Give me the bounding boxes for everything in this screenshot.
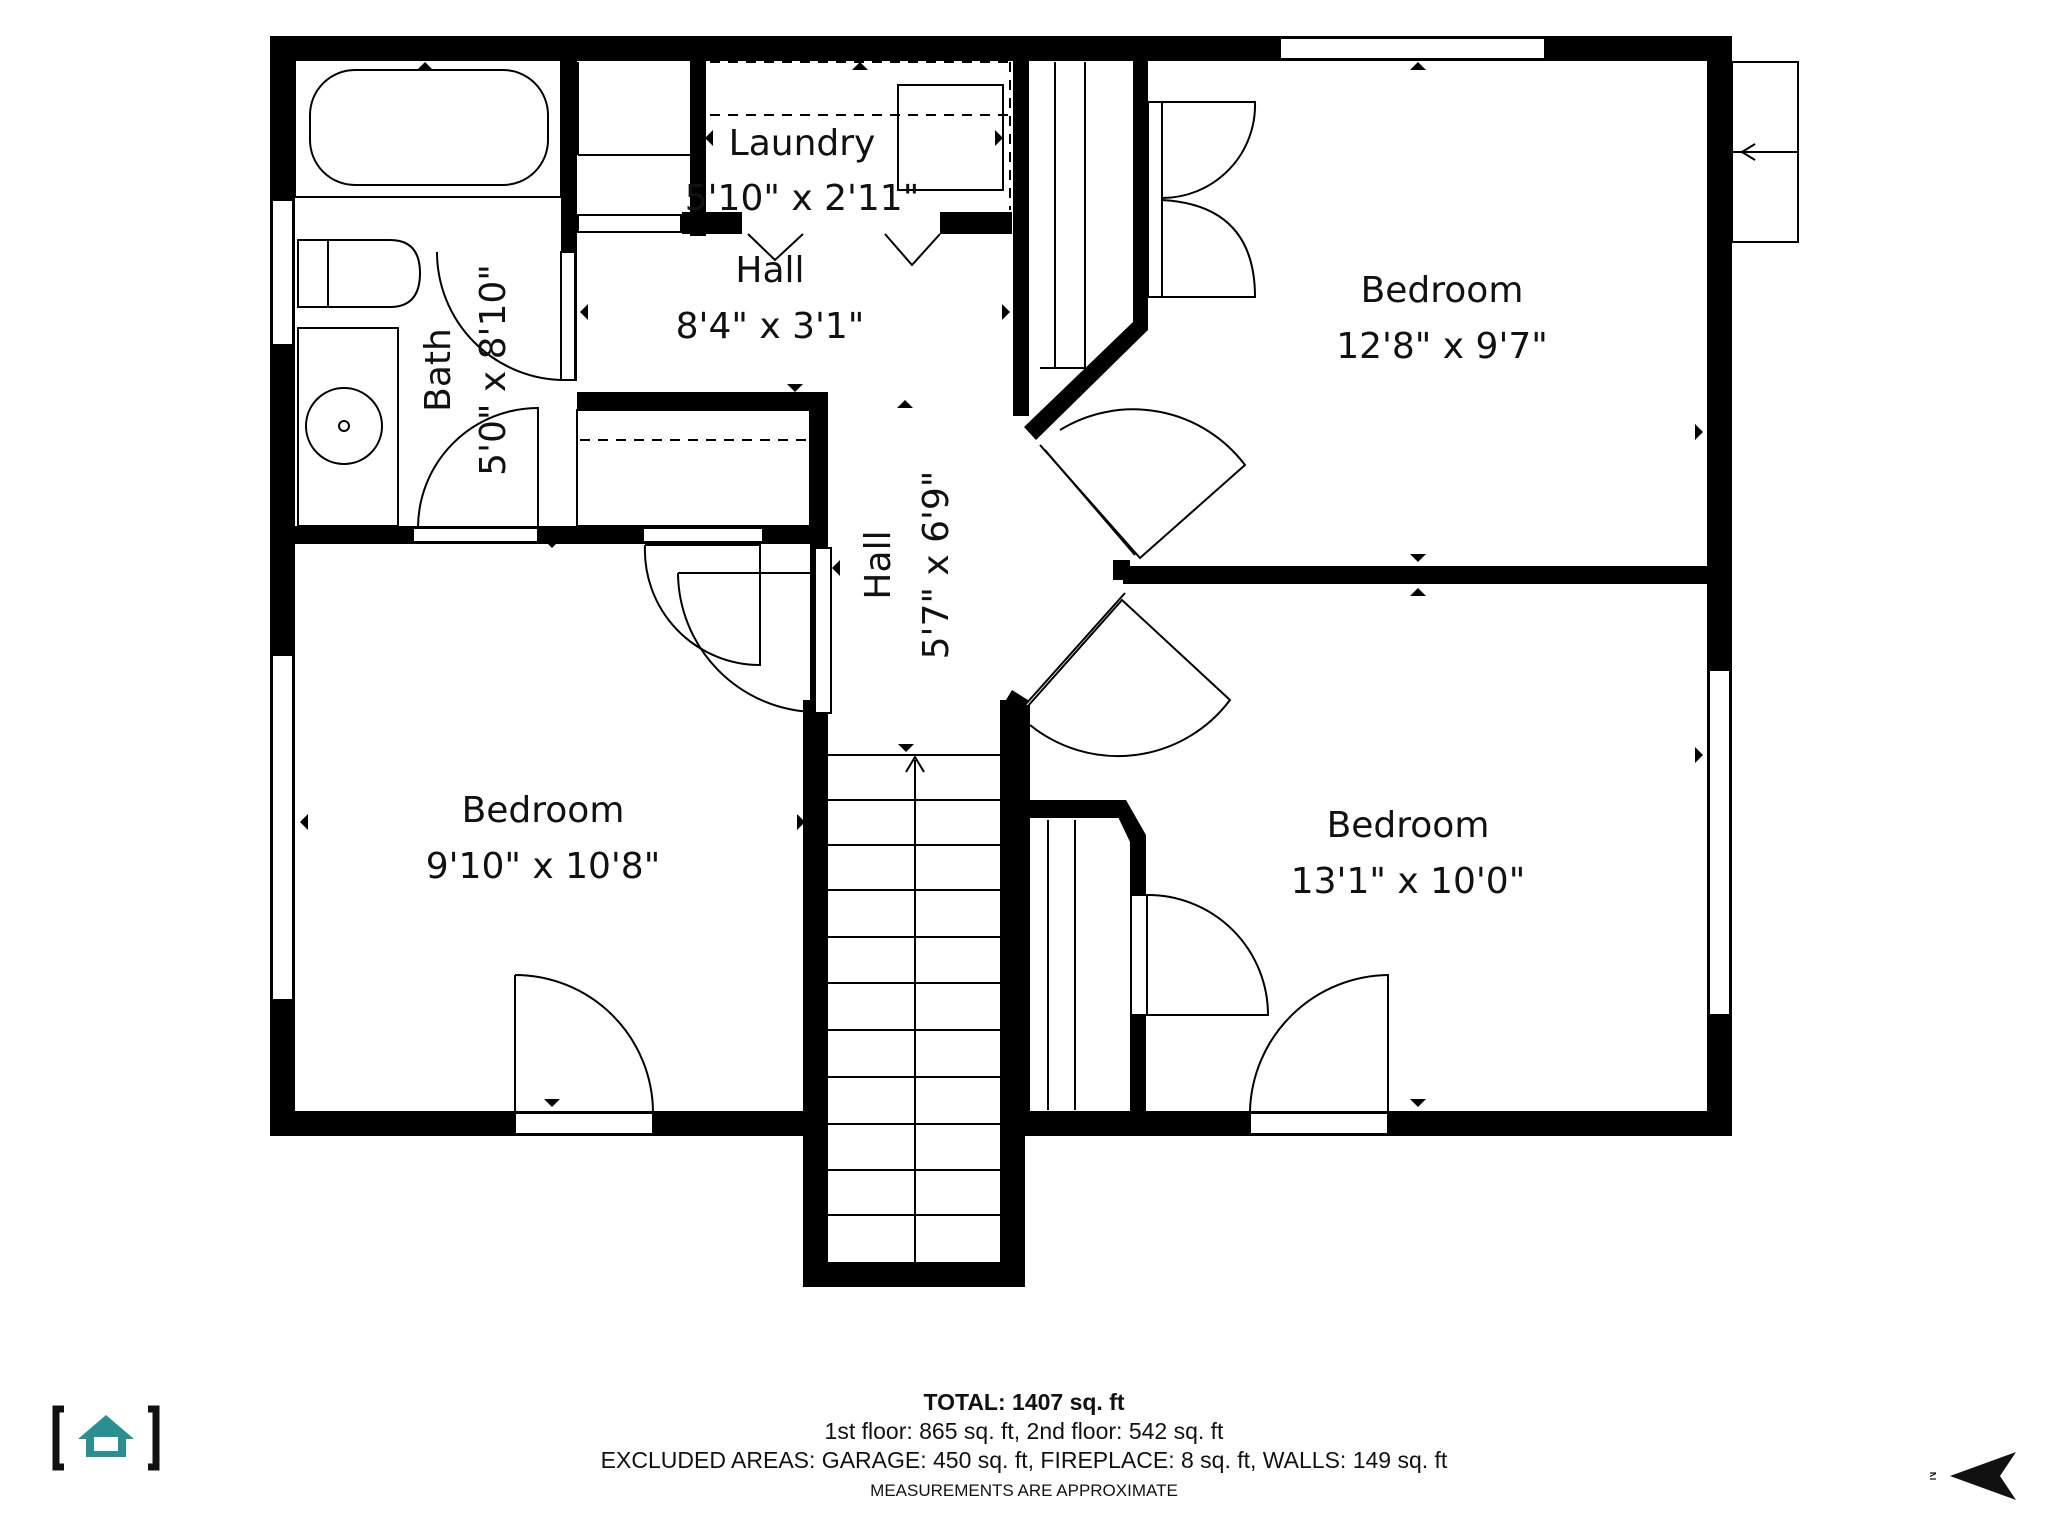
hall-center-name: Hall <box>858 530 899 599</box>
bedroom-w-name: Bedroom <box>462 790 625 831</box>
north-arrow-icon: N <box>1930 1452 2016 1500</box>
bedroom-se-dims: 13'1" x 10'0" <box>1291 861 1526 902</box>
hall-top-dims: 8'4" x 3'1" <box>676 306 865 347</box>
measurement-note: MEASUREMENTS ARE APPROXIMATE <box>870 1481 1178 1500</box>
windows <box>271 37 1731 1135</box>
room-labels: Laundry 5'10" x 2'11" Hall 8'4" x 3'1" B… <box>418 123 1548 902</box>
fixtures <box>294 59 1799 1262</box>
excluded-areas: EXCLUDED AREAS: GARAGE: 450 sq. ft, FIRE… <box>600 1447 1448 1473</box>
total-area: TOTAL: 1407 sq. ft <box>923 1389 1125 1415</box>
laundry-dims: 5'10" x 2'11" <box>685 178 920 219</box>
brand-logo-icon <box>52 1405 160 1471</box>
bath-name: Bath <box>418 328 459 412</box>
hall-top-name: Hall <box>735 250 804 291</box>
laundry-name: Laundry <box>729 123 876 164</box>
bedroom-se-name: Bedroom <box>1327 805 1490 846</box>
floor-areas: 1st floor: 865 sq. ft, 2nd floor: 542 sq… <box>824 1418 1224 1444</box>
bedroom-ne-dims: 12'8" x 9'7" <box>1336 326 1548 367</box>
bath-dims: 5'0" x 8'10" <box>473 264 514 476</box>
bedroom-ne-name: Bedroom <box>1361 270 1524 311</box>
stairs <box>828 754 1003 1262</box>
north-label: N <box>1930 1471 1940 1481</box>
bedroom-w-dims: 9'10" x 10'8" <box>426 846 661 887</box>
walls <box>270 36 1732 1287</box>
hall-center-dims: 5'7" x 6'9" <box>916 471 957 660</box>
dimension-markers <box>300 62 1703 1107</box>
